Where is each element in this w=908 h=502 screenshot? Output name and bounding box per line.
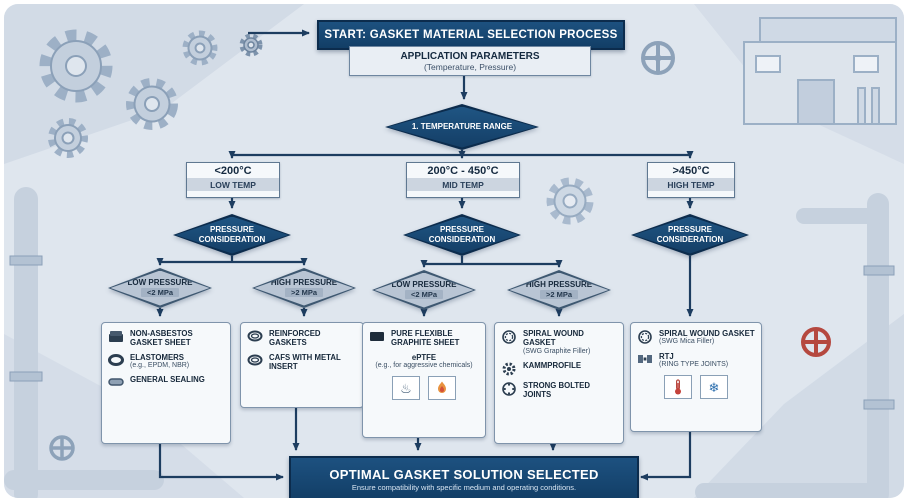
gasket-ring-icon <box>246 330 264 342</box>
result-item-title: PURE FLEXIBLE GRAPHITE SHEET <box>391 329 460 348</box>
result-item: NON-ASBESTOS GASKET SHEET <box>107 329 225 348</box>
params-sub: (Temperature, Pressure) <box>423 61 517 72</box>
steam-icon: ♨ <box>392 376 420 401</box>
pressure-node-mid-temp-high: HIGH PRESSURE >2 MPa <box>507 270 611 310</box>
result-item: RTJ (RING TYPE JOINTS) <box>636 352 756 370</box>
condition-badges: ❄ <box>636 375 756 400</box>
condition-badges: ♨ <box>368 376 480 401</box>
result-item-title: STRONG BOLTED JOINTS <box>523 381 590 400</box>
result-item: ELASTOMERS (e.g., EPDM, NBR) <box>107 353 225 371</box>
result-item: KAMMPROFILE <box>500 361 618 376</box>
result-item-title: ELASTOMERS <box>130 352 185 362</box>
temp-range-value: <200°C <box>214 165 252 177</box>
kammprofile-icon <box>500 362 518 376</box>
optimal-solution-subtitle: Ensure compatibility with specific mediu… <box>351 482 577 492</box>
result-item: REINFORCED GASKETS <box>246 329 358 348</box>
result-item-sub: (SWG Mica Filler) <box>659 338 715 346</box>
optimal-solution-title: OPTIMAL GASKET SOLUTION SELECTED <box>329 466 599 482</box>
pressure-value: >2 MPa <box>284 288 324 298</box>
result-item-title: CAFS WITH METAL INSERT <box>269 352 341 372</box>
result-box-mid-temp-low-pressure: PURE FLEXIBLE GRAPHITE SHEET ePTFE (e.g.… <box>362 322 486 438</box>
elastomer-ring-icon <box>107 353 125 366</box>
spiral-wound-icon <box>636 330 654 344</box>
temp-range-value: >450°C <box>672 165 710 177</box>
pressure-consideration-label: PRESSURE CONSIDERATION <box>198 225 266 244</box>
result-item-title: SPIRAL WOUND GASKET <box>523 329 584 348</box>
factory-building-icon <box>743 17 897 125</box>
result-box-low-temp-low-pressure: NON-ASBESTOS GASKET SHEET ELASTOMERS (e.… <box>101 322 231 444</box>
temp-branch-low: <200°C LOW TEMP <box>186 162 280 198</box>
snowflake-cold-icon: ❄ <box>700 375 728 400</box>
result-box-mid-temp-high-pressure: SPIRAL WOUND GASKET (SWG Graphite Filler… <box>494 322 624 444</box>
result-box-high-temp: SPIRAL WOUND GASKET (SWG Mica Filler) RT… <box>630 322 762 432</box>
result-item-title: SPIRAL WOUND GASKET <box>659 329 755 338</box>
result-box-low-temp-high-pressure: REINFORCED GASKETS CAFS WITH METAL INSER… <box>240 322 364 408</box>
pressure-value: >2 MPa <box>539 290 579 300</box>
result-item: SPIRAL WOUND GASKET (SWG Graphite Filler… <box>500 329 618 356</box>
temperature-range-label: 1. TEMPERATURE RANGE <box>411 122 513 131</box>
seal-cylinder-icon <box>107 376 125 388</box>
result-item: ePTFE (e.g., for aggressive chemicals) <box>368 353 480 371</box>
temp-range-label: LOW TEMP <box>187 178 279 191</box>
result-item-sub: (SWG Graphite Filler) <box>523 347 591 355</box>
temp-range-label: MID TEMP <box>407 178 519 191</box>
temp-branch-mid: 200°C - 450°C MID TEMP <box>406 162 520 198</box>
result-item-title: RTJ <box>659 351 674 361</box>
pressure-node-low-temp-low: LOW PRESSURE <2 MPa <box>108 268 212 308</box>
temp-range-label: HIGH TEMP <box>648 178 734 191</box>
temp-branch-high: >450°C HIGH TEMP <box>647 162 735 198</box>
result-item-sub: (e.g., for aggressive chemicals) <box>375 362 473 370</box>
pressure-title: LOW PRESSURE <box>127 277 193 287</box>
result-item-sub: (RING TYPE JOINTS) <box>659 361 729 369</box>
pressure-consideration-label: PRESSURE CONSIDERATION <box>656 225 724 244</box>
temp-range-value: 200°C - 450°C <box>427 165 499 177</box>
background-decoration <box>4 4 904 498</box>
rtj-flange-icon <box>636 353 654 365</box>
start-banner: START: GASKET MATERIAL SELECTION PROCESS <box>317 20 625 50</box>
pressure-node-mid-temp-low: LOW PRESSURE <2 MPa <box>372 270 476 310</box>
result-item: GENERAL SEALING <box>107 375 225 388</box>
valve-wheel-icons <box>49 41 831 461</box>
result-item-title: KAMMPROFILE <box>523 361 582 371</box>
params-title: APPLICATION PARAMETERS <box>400 50 540 62</box>
gasket-sheet-icon <box>107 330 125 343</box>
pipes-decoration <box>4 187 895 498</box>
flame-icon <box>428 376 456 401</box>
result-item-title: GENERAL SEALING <box>130 375 205 385</box>
pressure-title: LOW PRESSURE <box>391 279 457 289</box>
flow-arrows <box>156 29 694 481</box>
bolted-joint-icon <box>500 382 518 396</box>
pressure-value: <2 MPa <box>140 288 180 298</box>
result-item: PURE FLEXIBLE GRAPHITE SHEET <box>368 329 480 348</box>
thermometer-hot-icon <box>664 375 692 400</box>
pressure-title: HIGH PRESSURE <box>270 277 338 287</box>
result-item: SPIRAL WOUND GASKET (SWG Mica Filler) <box>636 329 756 347</box>
pressure-consideration-label: PRESSURE CONSIDERATION <box>428 225 496 244</box>
result-item: STRONG BOLTED JOINTS <box>500 381 618 400</box>
flowchart-canvas: START: GASKET MATERIAL SELECTION PROCESS… <box>4 4 904 498</box>
temperature-range-decision: 1. TEMPERATURE RANGE <box>385 104 539 150</box>
pressure-consideration-low-temp: PRESSURE CONSIDERATION <box>173 214 291 256</box>
result-item-title: NON-ASBESTOS GASKET SHEET <box>130 329 193 348</box>
pressure-consideration-mid-temp: PRESSURE CONSIDERATION <box>403 214 521 256</box>
result-item-title: ePTFE <box>411 352 437 362</box>
result-item-title: REINFORCED GASKETS <box>269 329 321 348</box>
pressure-node-low-temp-high: HIGH PRESSURE >2 MPa <box>252 268 356 308</box>
pressure-consideration-high-temp: PRESSURE CONSIDERATION <box>631 214 749 256</box>
result-item-sub: (e.g., EPDM, NBR) <box>130 362 190 370</box>
pressure-value: <2 MPa <box>404 290 444 300</box>
gasket-ring-icon <box>246 354 264 366</box>
gears-decoration <box>39 29 594 225</box>
application-parameters-box: APPLICATION PARAMETERS (Temperature, Pre… <box>349 46 591 76</box>
pressure-title: HIGH PRESSURE <box>525 279 593 289</box>
spiral-wound-icon <box>500 330 518 344</box>
start-banner-label: START: GASKET MATERIAL SELECTION PROCESS <box>324 29 618 41</box>
result-item: CAFS WITH METAL INSERT <box>246 353 358 372</box>
graphite-sheet-icon <box>368 330 386 343</box>
optimal-solution-banner: OPTIMAL GASKET SOLUTION SELECTED Ensure … <box>289 456 639 498</box>
